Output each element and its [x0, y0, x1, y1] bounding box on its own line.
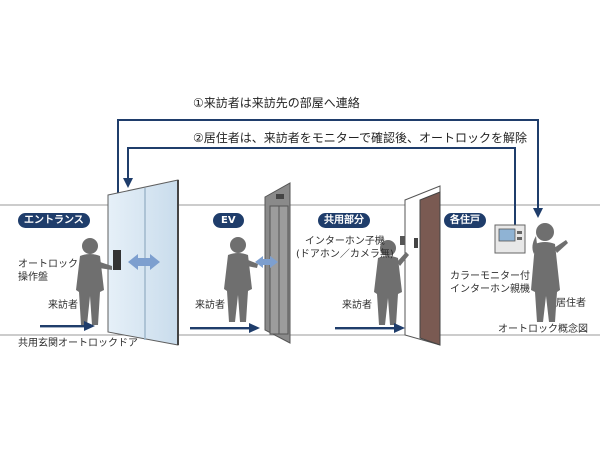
step2-line: [123, 147, 516, 225]
autolock-panel: [113, 250, 121, 270]
zone-tag-dwelling: 各住戸: [444, 213, 486, 228]
resident-label: 居住者: [556, 298, 586, 309]
zone-tag-common: 共用部分: [318, 213, 370, 228]
visitor-figure-common: [374, 240, 409, 325]
color-monitor-intercom: [494, 224, 526, 254]
step2-text: ②居住者は、来訪者をモニターで確認後、オートロックを解除: [193, 131, 528, 145]
intercom-sub-unit: [400, 236, 405, 245]
intercom-sub-label: インターホン子機 (ドアホン／カメラ無): [296, 236, 394, 260]
visitor-label-common: 来訪者: [342, 300, 372, 311]
visitor-label-entrance: 来訪者: [48, 300, 78, 311]
visitor-label-ev: 来訪者: [195, 300, 225, 311]
zone-tag-entrance: エントランス: [18, 213, 90, 228]
diagram-caption: オートロック概念図: [498, 324, 588, 335]
ev-double-arrow: [255, 256, 278, 268]
floor-lines: [0, 204, 600, 336]
step1-line: [117, 119, 543, 255]
elevator: [264, 182, 291, 344]
shared-door-label: 共用玄関オートロックドア: [18, 338, 138, 349]
autolock-panel-label: オートロック 操作盤: [18, 259, 78, 283]
color-monitor-label: カラーモニター付 インターホン親機: [450, 271, 530, 295]
zone-tag-ev: EV: [213, 213, 244, 228]
walk-arrows: [40, 321, 405, 333]
entrance-double-arrow: [128, 254, 160, 270]
step1-text: ①来訪者は来訪先の部屋へ連絡: [193, 96, 360, 110]
visitor-figure-entrance: [76, 238, 112, 325]
visitor-figure-ev: [224, 237, 258, 322]
unit-door: [404, 185, 441, 346]
resident-figure: [531, 223, 568, 322]
